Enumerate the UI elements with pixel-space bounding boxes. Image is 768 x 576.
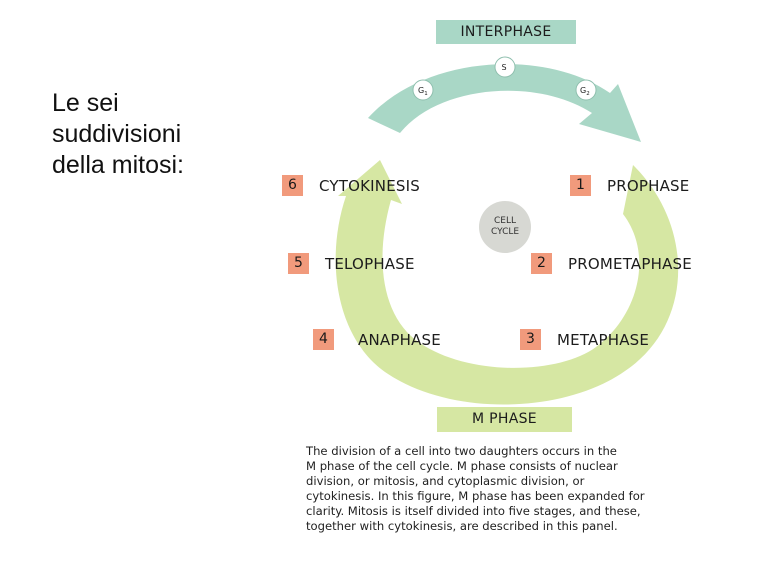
phase-metaphase: 3 METAPHASE xyxy=(520,329,649,350)
m-phase-arrow xyxy=(335,160,679,405)
phase-number-box: 5 xyxy=(288,253,309,274)
title-line: suddivisioni xyxy=(52,120,182,148)
phase-name: CYTOKINESIS xyxy=(319,176,420,195)
caption-line: clarity. Mitosis is itself divided into … xyxy=(306,503,641,518)
center-line: CELL xyxy=(494,216,516,226)
caption-line: The division of a cell into two daughter… xyxy=(306,444,617,458)
interphase-arrow xyxy=(368,64,641,142)
phase-anaphase: 4 ANAPHASE xyxy=(313,329,441,350)
title-line: della mitosi: xyxy=(52,151,184,179)
m-phase-banner: M PHASE xyxy=(437,407,572,432)
g2-sub: 2 xyxy=(586,91,590,97)
g1-marker: G1 xyxy=(412,79,434,101)
svg-text:G1: G1 xyxy=(418,86,428,97)
g2-marker: G2 xyxy=(575,79,597,101)
phase-telophase: 5 TELOPHASE xyxy=(288,253,415,274)
cell-cycle-center: CELL CYCLE xyxy=(479,201,531,253)
phase-number-box: 6 xyxy=(282,175,303,196)
figure-caption: The division of a cell into two daughter… xyxy=(306,444,706,533)
phase-cytokinesis: 6 CYTOKINESIS xyxy=(282,175,420,196)
interphase-banner: INTERPHASE xyxy=(436,20,576,44)
phase-number-box: 3 xyxy=(520,329,541,350)
m-phase-label: M PHASE xyxy=(472,411,537,427)
phase-name: PROPHASE xyxy=(607,176,690,195)
slide-title: Le sei suddivisioni della mitosi: xyxy=(52,88,252,181)
phase-name: ANAPHASE xyxy=(358,330,441,349)
interphase-label: INTERPHASE xyxy=(460,24,552,40)
phase-name: METAPHASE xyxy=(557,330,650,349)
phase-prometaphase: 2 PROMETAPHASE xyxy=(531,253,692,274)
phase-prophase: 1 PROPHASE xyxy=(570,175,689,196)
caption-line: M phase of the cell cycle. M phase consi… xyxy=(306,458,618,473)
phase-name: TELOPHASE xyxy=(325,254,415,273)
g1-sub: 1 xyxy=(424,91,428,97)
phase-number-box: 1 xyxy=(570,175,591,196)
phase-number-box: 2 xyxy=(531,253,552,274)
phase-name: PROMETAPHASE xyxy=(568,254,692,273)
s-marker: S xyxy=(494,56,516,78)
title-line: Le sei xyxy=(52,89,119,117)
phase-number-box: 4 xyxy=(313,329,334,350)
caption-line: division, or mitosis, and cytoplasmic di… xyxy=(306,473,585,488)
svg-text:G2: G2 xyxy=(580,86,590,97)
caption-line: cytokinesis. In this figure, M phase has… xyxy=(306,488,645,503)
caption-line: together with cytokinesis, are described… xyxy=(306,518,618,533)
s-marker-text: S xyxy=(502,63,507,72)
center-line: CYCLE xyxy=(490,227,520,237)
